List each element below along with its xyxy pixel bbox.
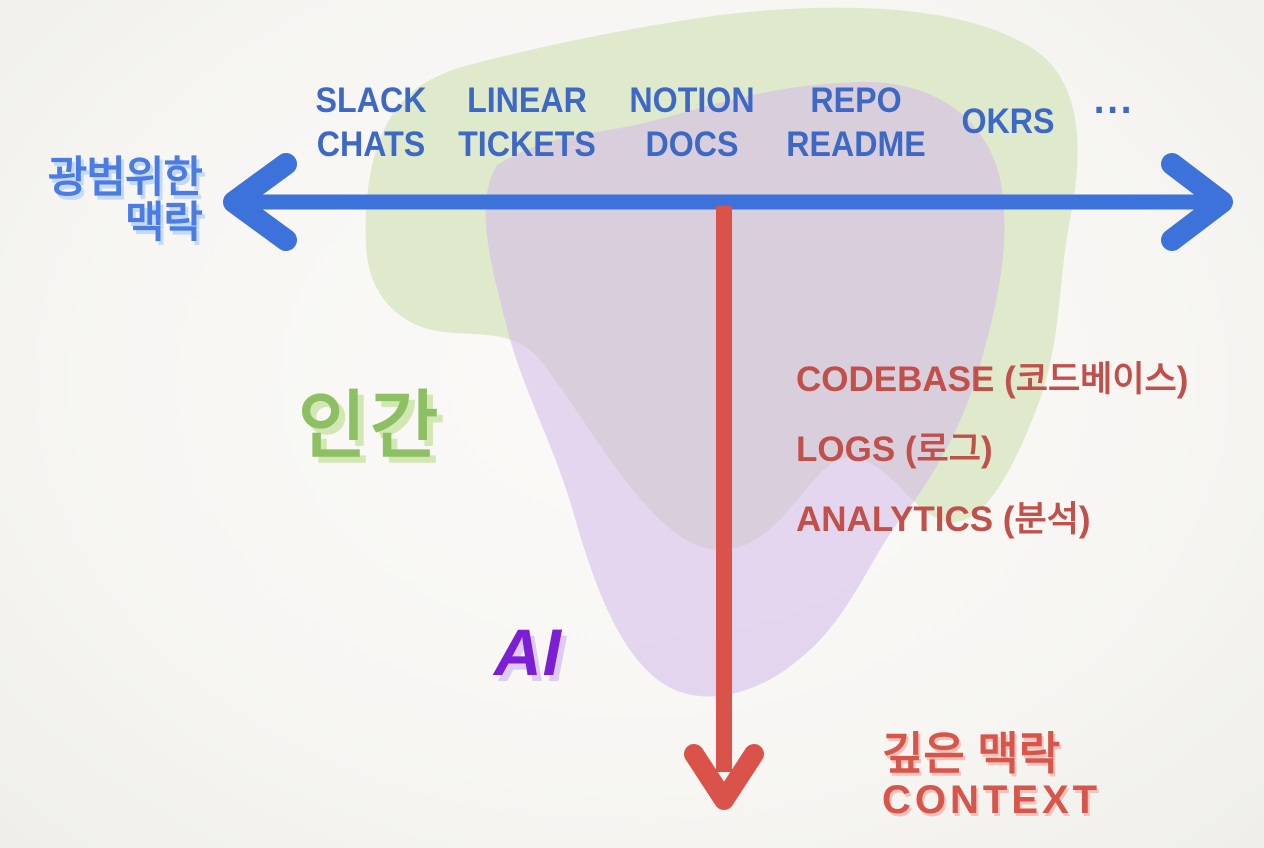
ellipsis-icon: ... — [1093, 75, 1135, 122]
ai-region-label: AI — [494, 615, 562, 689]
source-label-line: NOTION — [629, 81, 755, 120]
ai-region-blob — [485, 81, 1005, 697]
source-label-line: DOCS — [645, 125, 739, 164]
source-label-line: SLACK — [315, 81, 427, 120]
broad-context-label-line: 광범위한 — [47, 154, 203, 202]
deep-source-analytics: ANALYTICS (분석) — [796, 500, 1091, 539]
deep-context-arrow — [684, 206, 764, 810]
source-label-line: README — [786, 125, 926, 164]
source-label-linear-tickets: LINEAR TICKETS — [458, 79, 596, 167]
source-label-line: OKRS — [961, 102, 1055, 141]
source-label-okrs: OKRS — [961, 100, 1054, 144]
deep-source-logs: LOGS (로그) — [796, 430, 993, 469]
source-label-slack-chats: SLACK CHATS — [316, 79, 427, 167]
deep-source-codebase: CODEBASE (코드베이스) — [796, 360, 1189, 399]
human-region-label: 인간 — [298, 384, 443, 467]
source-label-notion-docs: NOTION DOCS — [629, 79, 754, 167]
source-label-line: REPO — [810, 81, 902, 120]
source-label-line: CHATS — [316, 125, 426, 164]
source-label-repo-readme: REPO README — [786, 79, 926, 167]
source-label-line: TICKETS — [458, 125, 596, 164]
broad-context-label-line: 맥락 — [124, 199, 203, 247]
source-label-line: LINEAR — [467, 81, 587, 120]
broad-context-label: 광범위한 맥락 — [0, 154, 203, 247]
deep-source-list: CODEBASE (코드베이스) LOGS (로그) ANALYTICS (분석… — [796, 345, 1188, 555]
source-label-ellipsis: ... — [1093, 75, 1135, 122]
broad-context-axis-arrow — [223, 153, 1233, 251]
